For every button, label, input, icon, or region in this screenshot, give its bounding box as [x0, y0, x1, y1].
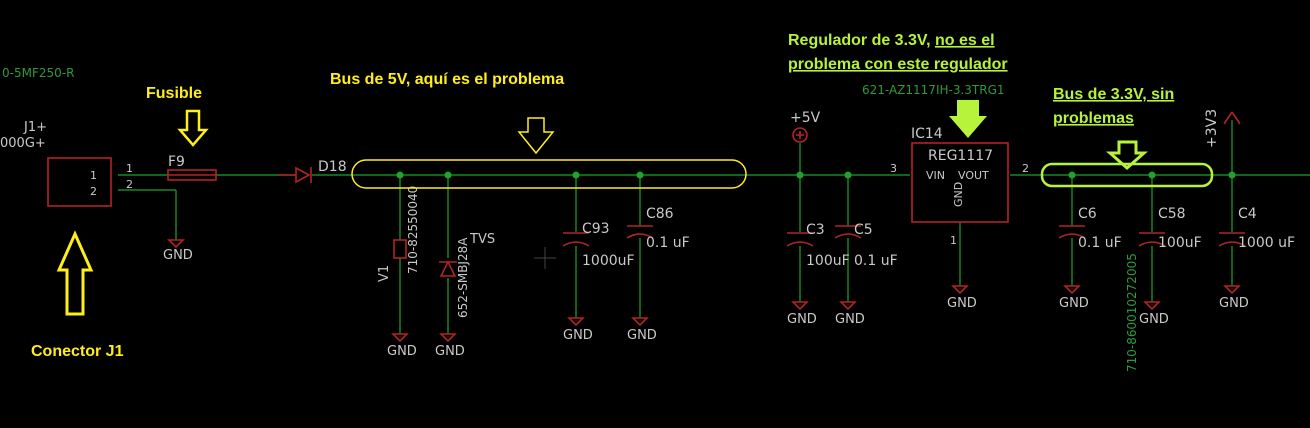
- svg-text:3: 3: [890, 162, 897, 175]
- gnd-symbol: GND: [1139, 301, 1169, 327]
- svg-text:100uF: 100uF: [806, 253, 850, 269]
- svg-text:1000uF: 1000uF: [582, 253, 635, 269]
- capacitor-c58[interactable]: C58 100uF 710-860010272005: [1125, 206, 1202, 372]
- svg-text:problema con este regulador: problema con este regulador: [788, 56, 1008, 73]
- varistor-v1[interactable]: V1 710-82550040: [377, 186, 420, 282]
- capacitor-c86[interactable]: C86 0.1 uF: [626, 206, 690, 251]
- svg-text:Regulador de 3.3V, no es el: Regulador de 3.3V, no es el: [788, 32, 995, 49]
- capacitor-c5[interactable]: C5 0.1 uF: [834, 222, 898, 269]
- svg-text:2: 2: [1022, 162, 1029, 175]
- svg-text:C86: C86: [646, 206, 674, 222]
- wires: [118, 120, 1310, 334]
- svg-text:VOUT: VOUT: [958, 169, 989, 182]
- svg-text:REG1117: REG1117: [928, 148, 993, 164]
- tvs-diode[interactable]: TVS 652-SMBJ28A: [439, 232, 495, 318]
- svg-text:GND: GND: [952, 182, 965, 207]
- svg-text:Bus de 5V, aquí es el problema: Bus de 5V, aquí es el problema: [330, 71, 564, 88]
- bus-5v-highlight: [351, 159, 747, 189]
- gnd-symbol: GND: [1219, 285, 1249, 311]
- gnd-symbol: GND: [563, 317, 593, 343]
- svg-text:C4: C4: [1238, 206, 1257, 222]
- svg-text:C3: C3: [806, 222, 825, 238]
- svg-text:GND: GND: [163, 248, 193, 263]
- svg-text:000G+: 000G+: [0, 136, 46, 151]
- svg-text:GND: GND: [435, 344, 465, 359]
- svg-text:C6: C6: [1078, 206, 1097, 222]
- svg-text:GND: GND: [835, 312, 865, 327]
- svg-text:GND: GND: [387, 344, 417, 359]
- gnd-symbol: GND: [1059, 285, 1089, 311]
- svg-text:652-SMBJ28A: 652-SMBJ28A: [456, 237, 470, 318]
- svg-text:D18: D18: [318, 159, 347, 175]
- capacitor-c4[interactable]: C4 1000 uF: [1218, 206, 1295, 251]
- supply-5v[interactable]: +5V: [790, 110, 821, 143]
- svg-text:problemas: problemas: [1053, 110, 1134, 127]
- capacitor-c3[interactable]: C3 100uF: [786, 222, 850, 269]
- svg-text:GND: GND: [787, 312, 817, 327]
- svg-text:0.1 uF: 0.1 uF: [646, 235, 690, 251]
- bus5v-arrow-icon: [517, 117, 555, 155]
- svg-text:C58: C58: [1158, 206, 1186, 222]
- svg-text:0.1 uF: 0.1 uF: [1078, 235, 1122, 251]
- gnd-symbol: GND: [947, 285, 977, 311]
- diode-d18[interactable]: D18: [278, 159, 347, 184]
- svg-text:1: 1: [90, 169, 97, 182]
- svg-text:1: 1: [126, 162, 133, 175]
- svg-text:+3V3: +3V3: [1204, 109, 1220, 148]
- connector-j1[interactable]: 0-5MF250-R J1+ 000G+ 1 2 1 2: [0, 66, 133, 207]
- svg-text:J1+: J1+: [23, 120, 47, 135]
- bus-3v3-highlight: [1040, 162, 1214, 188]
- gnd-symbol: GND: [627, 317, 657, 343]
- gnd-symbols: GND GND GND GND GND GND GND GND GND GND …: [163, 239, 1249, 359]
- svg-text:2: 2: [126, 178, 133, 191]
- svg-text:GND: GND: [627, 328, 657, 343]
- supply-3v3[interactable]: +3V3: [1204, 109, 1241, 148]
- gnd-symbol: GND: [435, 333, 465, 359]
- fuse-f9[interactable]: F9: [167, 154, 217, 181]
- svg-text:621-AZ1117IH-3.3TRG1: 621-AZ1117IH-3.3TRG1: [862, 83, 1005, 97]
- svg-text:Conector J1: Conector J1: [31, 343, 124, 360]
- svg-text:C5: C5: [854, 222, 873, 238]
- regulator-arrow-icon: [949, 100, 987, 138]
- svg-text:0.1 uF: 0.1 uF: [854, 253, 898, 269]
- svg-text:GND: GND: [563, 328, 593, 343]
- svg-text:GND: GND: [947, 296, 977, 311]
- svg-text:IC14: IC14: [911, 126, 943, 142]
- svg-text:710-82550040: 710-82550040: [406, 186, 420, 274]
- annotations: Fusible Bus de 5V, aquí es el problema R…: [31, 32, 1214, 360]
- svg-text:V1: V1: [377, 265, 392, 282]
- gnd-symbol: GND: [835, 301, 865, 327]
- gnd-symbol: GND: [163, 239, 193, 263]
- junctions: [396, 171, 1236, 179]
- svg-text:+5V: +5V: [790, 110, 821, 126]
- svg-text:F9: F9: [168, 154, 185, 170]
- svg-text:100uF: 100uF: [1158, 235, 1202, 251]
- svg-text:C93: C93: [582, 221, 610, 237]
- svg-text:Bus de 3.3V, sin: Bus de 3.3V, sin: [1053, 86, 1174, 103]
- svg-text:GND: GND: [1139, 312, 1169, 327]
- svg-text:GND: GND: [1219, 296, 1249, 311]
- svg-text:GND: GND: [1059, 296, 1089, 311]
- capacitor-c93[interactable]: C93 1000uF: [562, 221, 635, 269]
- fuse-arrow-icon: [177, 109, 209, 147]
- svg-text:1: 1: [950, 234, 957, 247]
- svg-text:710-860010272005: 710-860010272005: [1125, 253, 1139, 372]
- svg-text:VIN: VIN: [926, 169, 945, 182]
- svg-text:TVS: TVS: [469, 232, 495, 247]
- gnd-symbol: GND: [787, 301, 817, 327]
- gnd-symbol: GND: [387, 333, 417, 359]
- svg-text:Fusible: Fusible: [146, 85, 202, 102]
- svg-text:0-5MF250-R: 0-5MF250-R: [2, 66, 74, 80]
- svg-text:1000 uF: 1000 uF: [1238, 235, 1295, 251]
- connector-arrow-icon: [56, 230, 94, 316]
- bus3v3-arrow-icon: [1106, 140, 1148, 171]
- regulator-ic14[interactable]: 621-AZ1117IH-3.3TRG1 IC14 REG1117 VIN VO…: [862, 83, 1029, 247]
- capacitor-c6[interactable]: C6 0.1 uF: [1058, 206, 1122, 251]
- svg-text:2: 2: [90, 185, 97, 198]
